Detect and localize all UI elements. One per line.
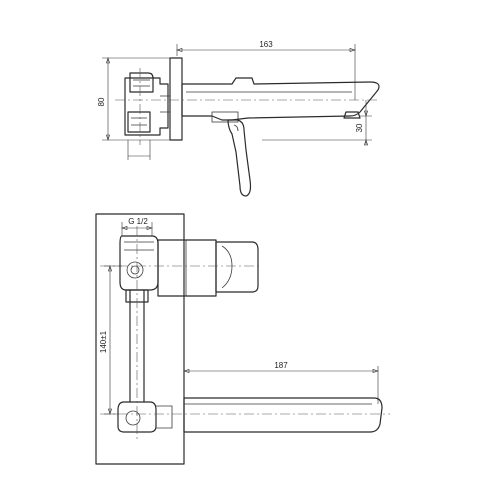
dim-label-thread: G 1/2 bbox=[128, 217, 148, 226]
dim-side-plate-height: 80 bbox=[97, 57, 170, 141]
top-handle bbox=[215, 241, 259, 293]
top-wall-plate bbox=[95, 213, 185, 465]
top-lower-connector bbox=[117, 401, 157, 433]
dim-top-connection-spacing: 140±1 bbox=[99, 265, 122, 415]
side-view: 163 80 30 bbox=[97, 40, 380, 197]
dim-side-spout-drop: 30 bbox=[262, 100, 372, 146]
side-aerator bbox=[343, 111, 361, 119]
top-spout bbox=[183, 397, 383, 433]
side-lower-connector bbox=[127, 111, 151, 133]
side-upper-connector bbox=[129, 72, 154, 93]
dim-side-spout-length: 163 bbox=[176, 40, 356, 100]
side-mixer-body bbox=[124, 77, 169, 136]
top-upper-connector bbox=[119, 235, 159, 291]
side-spout bbox=[181, 77, 380, 121]
dim-label-163: 163 bbox=[259, 40, 273, 49]
side-cartridge bbox=[211, 111, 239, 123]
dim-label-80: 80 bbox=[97, 97, 106, 106]
dim-top-spout-length: 187 bbox=[183, 361, 379, 404]
top-lower-fitting bbox=[125, 410, 141, 426]
dim-top-thread: G 1/2 bbox=[121, 217, 153, 236]
side-handle-lever bbox=[227, 119, 252, 197]
dim-label-187: 187 bbox=[274, 361, 288, 370]
side-wall-plate bbox=[169, 57, 183, 141]
dim-label-140: 140±1 bbox=[99, 330, 108, 353]
dim-label-30: 30 bbox=[355, 123, 364, 132]
top-connecting-pipe bbox=[129, 289, 145, 403]
top-upper-fitting bbox=[126, 261, 144, 279]
top-view: G 1/2 140±1 187 bbox=[95, 213, 390, 465]
top-mixer-body bbox=[157, 239, 217, 297]
